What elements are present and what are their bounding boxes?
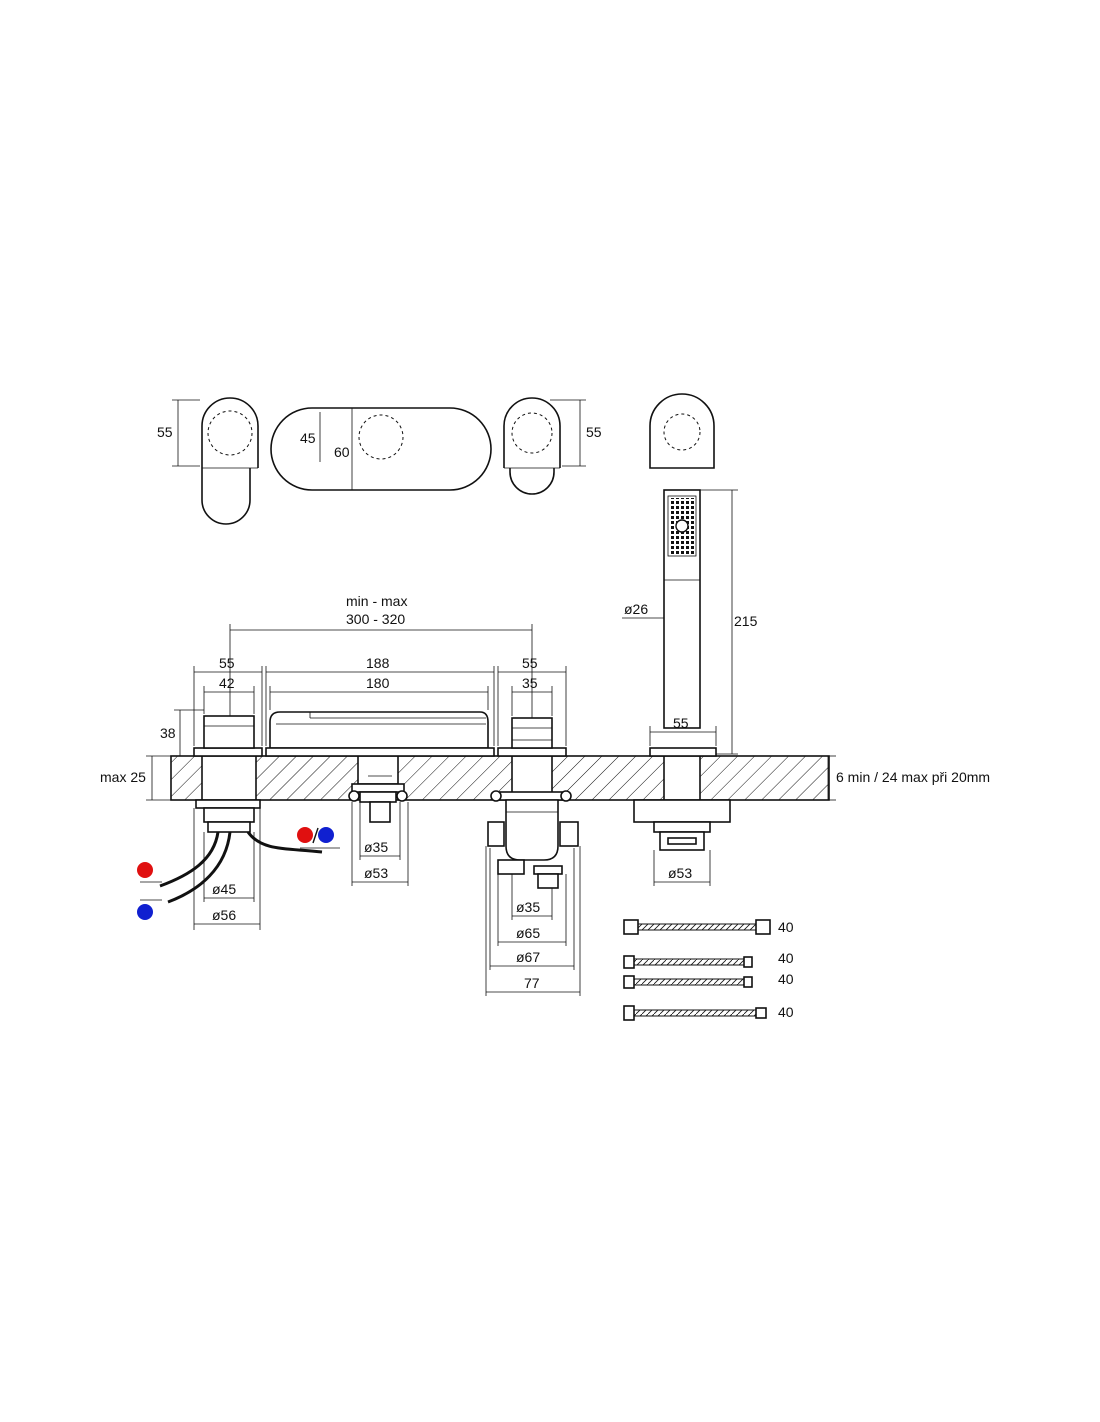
label-left-d1: ø45 bbox=[212, 881, 236, 897]
label-oval-outer: 60 bbox=[334, 444, 350, 460]
dim-deck-left: max 25 bbox=[100, 755, 171, 801]
hot-water-icon bbox=[297, 827, 313, 843]
top-view-right-handle bbox=[503, 397, 561, 495]
label-shower-base: 55 bbox=[673, 715, 689, 731]
dim-left-mixer-widths: 55 42 38 bbox=[160, 655, 263, 756]
label-right-mixer-outer: 55 bbox=[522, 655, 538, 671]
label-hose-2: 40 bbox=[778, 950, 794, 966]
shower-base bbox=[633, 747, 731, 851]
cold-water-icon bbox=[137, 904, 153, 920]
label-left-mixer-height: 38 bbox=[160, 725, 176, 741]
label-spacing-range: 300 - 320 bbox=[346, 611, 405, 627]
left-mixer bbox=[193, 715, 263, 833]
hot-water-icon bbox=[137, 862, 153, 878]
label-top-left-height: 55 bbox=[157, 424, 173, 440]
flex-hose-1: 40 bbox=[623, 919, 794, 935]
label-left-d2: ø56 bbox=[212, 907, 236, 923]
label-oval-inner: 45 bbox=[300, 430, 316, 446]
flex-hose-3: 40 bbox=[623, 971, 794, 989]
flex-hose-4: 40 bbox=[623, 1004, 794, 1021]
label-deck-right: 6 min / 24 max při 20mm bbox=[836, 769, 990, 785]
dim-spout-below: ø35 ø53 bbox=[351, 802, 409, 886]
dim-diverter-below: ø35 ø65 ø67 77 bbox=[485, 846, 581, 996]
dim-shower-height: 215 bbox=[700, 489, 758, 755]
label-deck-left: max 25 bbox=[100, 769, 146, 785]
dim-left-below: ø45 ø56 bbox=[193, 808, 261, 930]
dim-spacing: min - max 300 - 320 bbox=[229, 593, 533, 744]
cold-water-icon bbox=[318, 827, 334, 843]
dim-deck-right: 6 min / 24 max při 20mm bbox=[822, 755, 990, 801]
label-left-mixer-outer: 55 bbox=[219, 655, 235, 671]
label-left-mixer-inner: 42 bbox=[219, 675, 235, 691]
label-diverter-d3: ø67 bbox=[516, 949, 540, 965]
top-view-spout: 45 60 bbox=[270, 407, 492, 491]
hand-shower bbox=[663, 489, 701, 729]
label-shower-diameter: ø26 bbox=[624, 601, 648, 617]
dim-shower-diameter: ø26 bbox=[622, 601, 664, 619]
flex-hose-2: 40 bbox=[623, 950, 794, 969]
right-mixer bbox=[487, 717, 579, 889]
label-diverter-d1: ø35 bbox=[516, 899, 540, 915]
label-shower-below: ø53 bbox=[668, 865, 692, 881]
label-spout-inner: 180 bbox=[366, 675, 390, 691]
label-spout-outer: 188 bbox=[366, 655, 390, 671]
spout bbox=[265, 711, 495, 823]
dim-shower-base: 55 ø53 bbox=[649, 715, 717, 886]
label-hose-1: 40 bbox=[778, 919, 794, 935]
label-shower-height: 215 bbox=[734, 613, 758, 629]
label-diverter-d2: ø65 bbox=[516, 925, 540, 941]
dim-right-mixer-widths: 55 35 bbox=[497, 655, 567, 746]
flex-hoses: 40 40 40 40 bbox=[623, 919, 794, 1021]
top-view-shower-holder bbox=[649, 393, 715, 469]
label-right-mixer-inner: 35 bbox=[522, 675, 538, 691]
label-hose-3: 40 bbox=[778, 971, 794, 987]
label-spout-d1: ø35 bbox=[364, 839, 388, 855]
label-spacing-caption: min - max bbox=[346, 593, 407, 609]
dim-spout-widths: 188 180 bbox=[265, 655, 495, 746]
label-top-right-height: 55 bbox=[586, 424, 602, 440]
left-mixer-hoses bbox=[137, 827, 340, 920]
label-hose-4: 40 bbox=[778, 1004, 794, 1020]
dim-top-right-55: 55 bbox=[550, 399, 602, 467]
label-spout-d2: ø53 bbox=[364, 865, 388, 881]
label-diverter-width: 77 bbox=[524, 975, 540, 991]
dim-top-left-55: 55 bbox=[157, 399, 200, 467]
top-view-left-handle bbox=[201, 397, 259, 525]
